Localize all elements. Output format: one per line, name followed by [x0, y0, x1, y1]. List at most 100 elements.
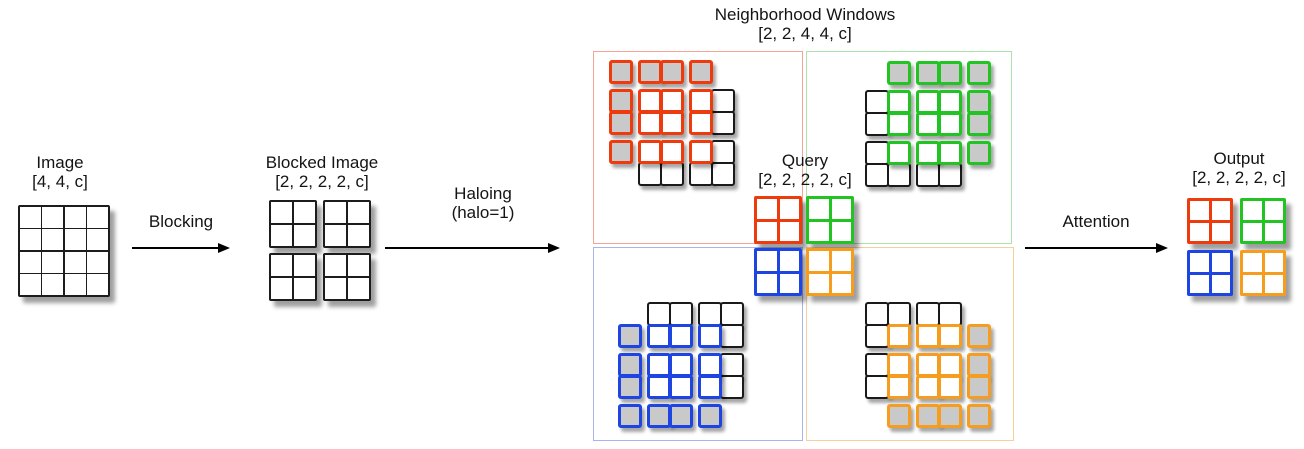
- grid-cell: [1243, 222, 1262, 241]
- image-grid: [18, 205, 110, 297]
- grid-cell: [19, 229, 41, 251]
- grid-cell: [1264, 222, 1283, 241]
- neighborhood-window-orange: [865, 302, 991, 428]
- grid-cell: [757, 251, 777, 271]
- attention-arrow-label: Attention: [1062, 212, 1130, 231]
- grid-cell: [1264, 201, 1283, 220]
- red-window-cell-outside: [689, 162, 713, 186]
- green-window-cell-outside: [865, 163, 889, 187]
- image-label: Image [4, 4, c]: [32, 153, 88, 191]
- red-window-cell-halo-pad: [689, 60, 713, 84]
- output-shape: [2, 2, 2, 2, c]: [1192, 168, 1286, 187]
- green-window-cell-halo-pad: [967, 112, 991, 136]
- grid-cell: [270, 224, 293, 247]
- grid-cell: [831, 251, 851, 271]
- green-window-cell-halo-pad: [967, 141, 991, 165]
- grid-cell: [809, 199, 829, 219]
- red-window-cell-inside: [660, 111, 684, 135]
- red-window-cell-inside: [660, 89, 684, 113]
- attention-arrow-line: [1025, 247, 1156, 249]
- green-window-cell-halo-pad: [938, 61, 962, 85]
- grid-cell: [293, 277, 316, 300]
- haloing-label-line2: (halo=1): [451, 203, 515, 222]
- neighborhood-window-red: [609, 60, 735, 186]
- haloing-arrow-label: Haloing (halo=1): [452, 184, 515, 222]
- orange-window-cell-outside: [865, 324, 889, 348]
- blue-window-cell-halo-pad: [698, 404, 722, 428]
- orange-window-cell-inside: [916, 324, 940, 348]
- image-title: Image: [36, 153, 84, 172]
- grid-cell: [42, 229, 64, 251]
- red-window-cell-inside: [660, 140, 684, 164]
- grid-cell: [324, 201, 347, 224]
- window-box-green: [806, 51, 1012, 244]
- green-window-cell-halo-pad: [967, 90, 991, 114]
- blue-window-cell-inside: [698, 353, 722, 377]
- neighborhood-windows-label: Neighborhood Windows [2, 2, 4, 4, c]: [715, 5, 896, 43]
- orange-window-cell-outside: [916, 302, 940, 326]
- grid-cell: [1190, 201, 1209, 220]
- grid-cell: [1190, 222, 1209, 241]
- blue-window-cell-inside: [669, 353, 693, 377]
- grid-cell: [270, 254, 293, 277]
- green-window-cell-inside: [916, 90, 940, 114]
- blue-window-cell-outside: [647, 302, 671, 326]
- blue-window-cell-inside: [669, 375, 693, 399]
- green-window-cell-inside: [938, 112, 962, 136]
- orange-window-cell-outside: [938, 302, 962, 326]
- blue-window-cell-halo-pad: [618, 353, 642, 377]
- query-grid-green: [806, 196, 854, 244]
- blue-window-cell-inside: [647, 353, 671, 377]
- grid-cell: [347, 201, 370, 224]
- blue-window-cell-inside: [698, 375, 722, 399]
- query-grid-orange: [806, 248, 854, 296]
- red-window-cell-outside: [660, 162, 684, 186]
- grid-cell: [270, 277, 293, 300]
- grid-cell: [831, 199, 851, 219]
- blocked-block-bottom-left: [269, 253, 317, 301]
- neighborhood-window-blue: [618, 302, 744, 428]
- orange-window-cell-halo-pad: [967, 353, 991, 377]
- red-window-cell-inside: [689, 111, 713, 135]
- haloing-label-line1: Haloing: [454, 184, 512, 203]
- grid-cell: [64, 251, 86, 273]
- output-grid-red: [1187, 198, 1233, 244]
- red-window-cell-inside: [638, 140, 662, 164]
- red-window-cell-outside: [711, 140, 735, 164]
- orange-window-cell-inside: [916, 375, 940, 399]
- grid-cell: [42, 274, 64, 296]
- grid-cell: [42, 206, 64, 228]
- grid-cell: [87, 206, 109, 228]
- grid-cell: [1243, 274, 1262, 293]
- query-shape: [2, 2, 2, 2, c]: [758, 170, 852, 189]
- red-window-cell-outside: [711, 89, 735, 113]
- grid-cell: [779, 251, 799, 271]
- green-window-cell-outside: [865, 112, 889, 136]
- grid-cell: [1211, 274, 1230, 293]
- grid-cell: [270, 201, 293, 224]
- grid-cell: [1190, 274, 1209, 293]
- orange-window-cell-inside: [887, 375, 911, 399]
- grid-cell: [809, 221, 829, 241]
- grid-cell: [779, 273, 799, 293]
- grid-cell: [1264, 274, 1283, 293]
- red-window-cell-inside: [638, 89, 662, 113]
- orange-window-cell-halo-pad: [887, 404, 911, 428]
- blocking-arrow-line: [132, 247, 220, 249]
- blocking-arrow-label: Blocking: [148, 212, 214, 231]
- grid-cell: [347, 224, 370, 247]
- orange-window-cell-inside: [938, 375, 962, 399]
- grid-cell: [19, 274, 41, 296]
- blocked-image-title: Blocked Image: [265, 153, 379, 172]
- red-window-cell-outside: [711, 162, 735, 186]
- haloing-arrow-head: [548, 243, 560, 253]
- output-grid-orange: [1240, 250, 1286, 296]
- grid-cell: [1243, 253, 1262, 272]
- blue-window-cell-outside: [720, 353, 744, 377]
- red-window-cell-outside: [711, 111, 735, 135]
- grid-cell: [1211, 222, 1230, 241]
- orange-window-cell-halo-pad: [967, 404, 991, 428]
- blue-window-cell-outside: [698, 302, 722, 326]
- query-grid-red: [754, 196, 802, 244]
